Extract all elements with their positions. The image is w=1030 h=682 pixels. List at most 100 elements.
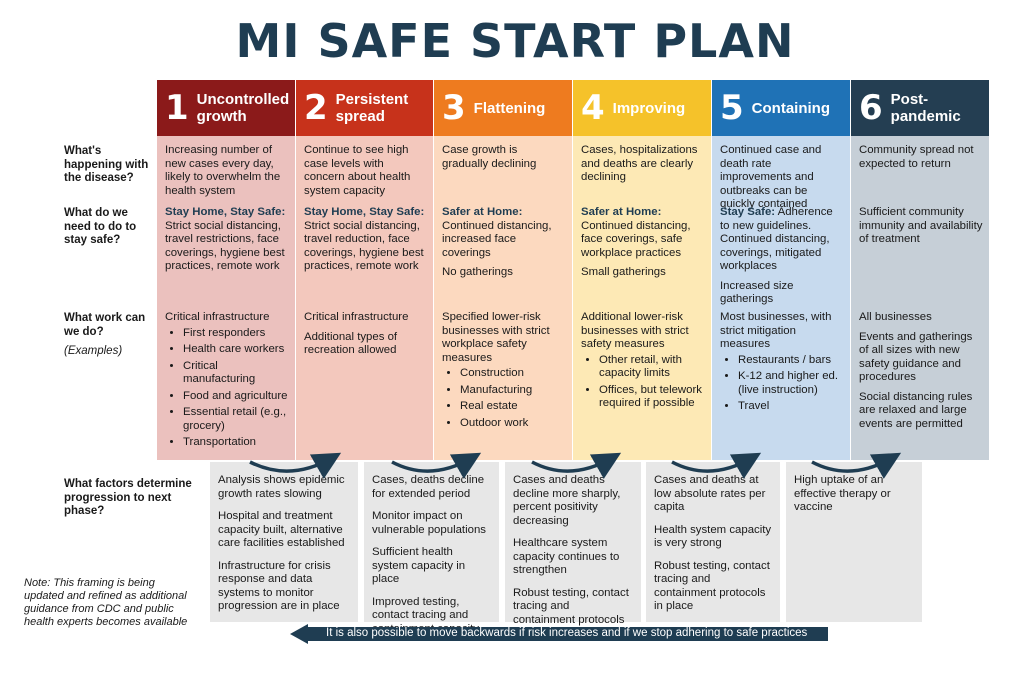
factor-text: Infrastructure for crisis response and d… — [218, 559, 340, 613]
phase-number: 6 — [859, 88, 883, 128]
backwards-text: It is also possible to move backwards if… — [326, 627, 808, 639]
factor-text: Monitor impact on vulnerable populations — [372, 510, 486, 536]
safe-text: Continued distancing, face coverings, sa… — [581, 219, 691, 259]
row-label-disease: What's happening with the disease? — [64, 145, 149, 184]
factor-text: High uptake of an effective therapy or v… — [794, 474, 891, 513]
progression-arrow-5-6 — [811, 452, 902, 479]
safe-text: Adherence to new guidelines. Continued d… — [720, 206, 833, 272]
work-text: Social distancing rules are relaxed and … — [859, 390, 973, 430]
phase-column-2: Continue to see high case levels with co… — [296, 136, 433, 460]
factor-text: Sufficient health system capacity in pla… — [372, 546, 466, 585]
phase-name: Persistent spread — [335, 91, 409, 125]
row-label-factors: What factors determine progression to ne… — [64, 478, 192, 517]
work-text: Events and gatherings of all sizes with … — [859, 330, 973, 384]
progression-arrow-1-2 — [249, 452, 342, 479]
work-list: Construction Manufacturing Real estate O… — [442, 367, 566, 430]
factor-box-1: Analysis shows epidemic growth rates slo… — [210, 462, 358, 622]
phase-header-5: 5 Containing — [712, 80, 850, 136]
phase-number: 3 — [442, 88, 466, 128]
phase-header-6: 6 Post-pandemic — [851, 80, 989, 136]
progression-arrow-2-3 — [391, 452, 482, 479]
list-item: Construction — [460, 367, 566, 381]
factor-text: Health system capacity is very strong — [654, 523, 772, 550]
factor-box-3: Cases and deaths decline more sharply, p… — [505, 462, 641, 639]
list-item: Outdoor work — [460, 417, 566, 431]
row-label-examples: (Examples) — [64, 345, 123, 357]
phase-number: 5 — [720, 88, 744, 128]
phase-header-3: 3 Flattening — [434, 80, 572, 136]
work-intro: Critical infrastructure — [165, 311, 270, 323]
factor-text: Cases and deaths decline more sharply, p… — [513, 474, 621, 527]
phase-column-4: Cases, hospitalizations and deaths are c… — [573, 136, 711, 460]
safe-extra: Increased size gatherings — [720, 279, 794, 306]
note-text: Note: This framing is being updated and … — [24, 577, 188, 628]
phase-number: 2 — [304, 88, 328, 128]
phase-number: 1 — [165, 88, 189, 128]
row-label-safe: What do we need to do to stay safe? — [64, 207, 137, 246]
factor-text: Hospital and treatment capacity built, a… — [218, 510, 345, 549]
phase-header-4: 4 Improving — [573, 80, 711, 136]
list-item: Health care workers — [183, 343, 289, 357]
phase-column-6: Community spread not expected to return … — [851, 136, 989, 460]
safe-text: Sufficient community immunity and availa… — [859, 206, 983, 245]
phase-column-1: Increasing number of new cases every day… — [157, 136, 295, 460]
safe-extra: No gatherings — [442, 266, 513, 278]
work-list: Other retail, with capacity limits Offic… — [581, 354, 705, 411]
phase-name: Flattening — [473, 99, 546, 117]
progression-arrow-3-4 — [531, 452, 622, 479]
list-item: Critical manufacturing — [183, 360, 289, 387]
list-item: Food and agriculture — [183, 390, 289, 404]
work-intro: Specified lower-risk businesses with str… — [442, 311, 550, 364]
factor-box-4: Cases and deaths at low absolute rates p… — [646, 462, 780, 622]
list-item: Manufacturing — [460, 384, 566, 398]
phase-header-2: 2 Persistent spread — [296, 80, 433, 136]
work-list: Restaurants / bars K-12 and higher ed. (… — [720, 354, 844, 414]
disease-text: Continued case and death rate improvemen… — [720, 144, 822, 210]
safe-text: Strict social distancing, travel restric… — [165, 219, 285, 273]
factor-box-5: High uptake of an effective therapy or v… — [786, 462, 922, 622]
factor-box-2: Cases, deaths decline for extended perio… — [364, 462, 499, 635]
row-label-work: What work can we do? — [64, 312, 146, 338]
phase-column-3: Case growth is gradually declining Safer… — [434, 136, 572, 460]
phase-number: 4 — [581, 88, 605, 128]
list-item: K-12 and higher ed. (live instruction) — [738, 370, 844, 397]
safe-extra: Small gatherings — [581, 266, 666, 278]
list-item: Real estate — [460, 400, 566, 414]
safe-lead: Stay Home, Stay Safe: — [304, 206, 425, 218]
factor-text: Healthcare system capacity continues to … — [513, 537, 620, 576]
work-intro: Additional lower-risk businesses with st… — [581, 311, 689, 350]
list-item: First responders — [183, 327, 289, 341]
work-text: Additional types of recreation allowed — [304, 330, 398, 357]
disease-text: Continue to see high case levels with co… — [304, 144, 411, 197]
safe-lead: Stay Safe: — [720, 206, 776, 218]
disease-text: Community spread not expected to return — [859, 144, 974, 170]
work-text: All businesses — [859, 311, 932, 323]
list-item: Transportation — [183, 436, 289, 450]
disease-text: Cases, hospitalizations and deaths are c… — [581, 144, 698, 183]
list-item: Restaurants / bars — [738, 354, 844, 368]
work-list: First responders Health care workers Cri… — [165, 327, 289, 450]
phase-header-1: 1 Uncontrolled growth — [157, 80, 295, 136]
progression-arrows — [249, 452, 902, 479]
safe-lead: Safer at Home: — [581, 206, 662, 218]
phase-name: Containing — [751, 99, 830, 117]
backwards-arrow — [290, 624, 828, 644]
list-item: Offices, but telework required if possib… — [599, 384, 705, 411]
phase-name: Uncontrolled growth — [196, 91, 290, 125]
progression-arrow-4-5 — [671, 452, 762, 479]
list-item: Essential retail (e.g., grocery) — [183, 406, 289, 433]
safe-text: Continued distancing, increased face cov… — [442, 219, 552, 259]
safe-lead: Safer at Home: — [442, 206, 523, 218]
list-item: Travel — [738, 400, 844, 414]
list-item: Other retail, with capacity limits — [599, 354, 705, 381]
disease-text: Case growth is gradually declining — [442, 144, 537, 170]
disease-text: Increasing number of new cases every day… — [165, 144, 281, 197]
factor-text: Robust testing, contact tracing and cont… — [654, 559, 770, 613]
phase-name: Post-pandemic — [890, 91, 961, 125]
work-intro: Most businesses, with strict mitigation … — [720, 311, 832, 350]
phase-column-5: Continued case and death rate improvemen… — [712, 136, 850, 460]
work-intro: Critical infrastructure — [304, 311, 409, 323]
safe-lead: Stay Home, Stay Safe: — [165, 206, 286, 218]
phase-name: Improving — [612, 99, 686, 117]
safe-text: Strict social distancing, travel reducti… — [304, 219, 424, 273]
